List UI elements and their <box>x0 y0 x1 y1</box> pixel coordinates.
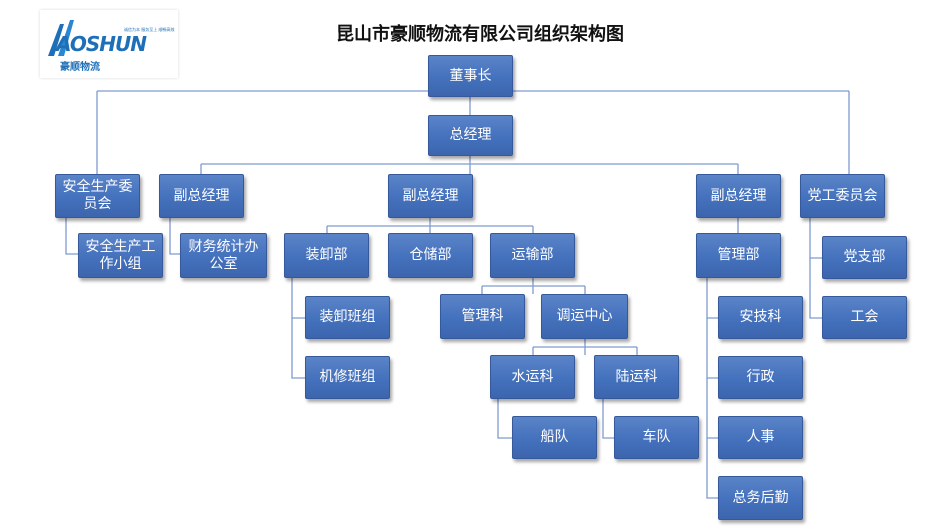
node-safety-tech: 安技科 <box>718 296 803 339</box>
logo-tagline: 诚信为本 服务至上 顺畅高效 <box>124 27 175 32</box>
node-land-section: 陆运科 <box>594 355 679 399</box>
node-loading-dept: 装卸部 <box>284 233 369 278</box>
node-logistics-support: 总务后勤 <box>718 476 803 520</box>
logo-chinese-name: 豪顺物流 <box>60 62 100 73</box>
node-vp-3: 副总经理 <box>696 174 781 218</box>
node-admin-dept: 管理部 <box>696 233 781 278</box>
logo-wordmark: AOSHUN <box>56 32 147 56</box>
node-party-committee: 党工委员会 <box>800 174 885 218</box>
node-chairman: 董事长 <box>428 55 513 97</box>
node-safety-committee: 安全生产委员会 <box>55 174 140 218</box>
node-loading-team: 装卸班组 <box>305 296 390 339</box>
node-party-branch: 党支部 <box>822 236 907 279</box>
node-repair-team: 机修班组 <box>305 356 390 399</box>
node-ship-team: 船队 <box>512 416 597 459</box>
node-hr: 人事 <box>718 416 803 459</box>
node-vp-1: 副总经理 <box>159 174 244 218</box>
node-safety-group: 安全生产工作小组 <box>78 233 163 278</box>
chart-title: 昆山市豪顺物流有限公司组织架构图 <box>336 24 624 45</box>
node-dispatch-center: 调运中心 <box>541 294 628 339</box>
company-logo: AOSHUN 诚信为本 服务至上 顺畅高效 豪顺物流 <box>40 10 178 78</box>
node-transport-dept: 运输部 <box>490 233 575 278</box>
node-vehicle-team: 车队 <box>614 416 699 459</box>
node-union: 工会 <box>822 296 907 339</box>
node-storage-dept: 仓储部 <box>388 233 473 278</box>
node-finance-office: 财务统计办公室 <box>180 233 267 278</box>
node-administration: 行政 <box>718 356 803 399</box>
node-vp-2: 副总经理 <box>388 174 473 218</box>
node-general-manager: 总经理 <box>428 115 513 156</box>
node-management-section: 管理科 <box>440 294 525 339</box>
logo-mark-icon <box>48 20 74 56</box>
node-water-section: 水运科 <box>490 355 575 399</box>
